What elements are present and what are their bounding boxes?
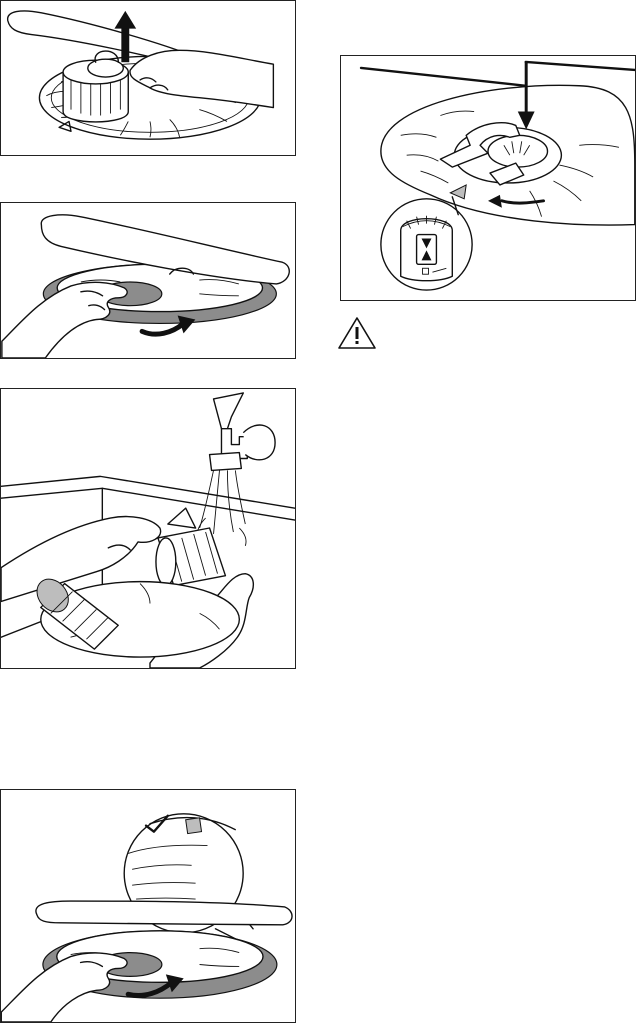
flat-filter-remove-figure	[0, 202, 296, 359]
flat-filter-refit-figure	[0, 789, 296, 1023]
flat-filter-refit-illustration	[1, 790, 295, 1022]
filter-lock-illustration	[341, 56, 635, 300]
filter-remove-figure	[0, 0, 296, 156]
flat-filter-remove-illustration	[1, 203, 295, 358]
filter-rinse-figure	[0, 388, 296, 669]
filter-remove-illustration	[1, 1, 295, 155]
warning-icon	[336, 315, 378, 351]
filter-rinse-illustration	[1, 389, 295, 668]
filter-lock-figure	[340, 55, 636, 301]
